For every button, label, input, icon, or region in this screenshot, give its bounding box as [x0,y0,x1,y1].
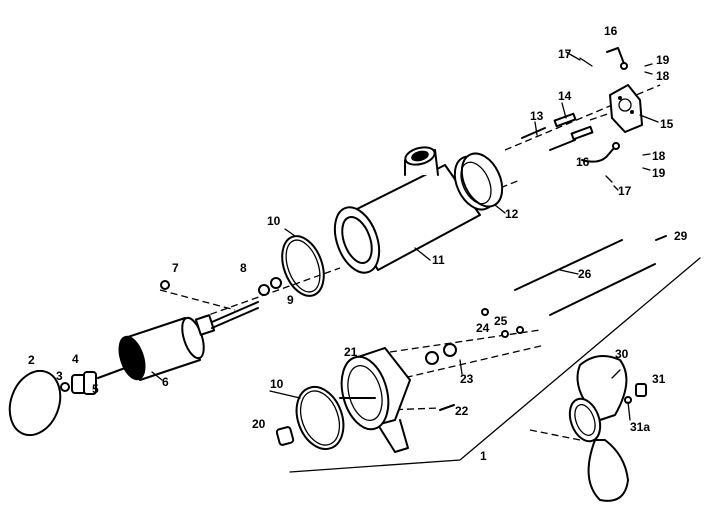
armature-part-6 [97,301,259,381]
lower-unit-housing-part-21 [339,347,411,453]
callout-14: 14 [558,89,572,103]
end-plate-part-15 [609,84,643,133]
brush-pins-part-13-14 [521,112,594,151]
motor-housing-part-11 [333,146,481,274]
assembly-centerlines [124,84,701,473]
callout-23: 23 [460,372,474,386]
callout-10-upper: 10 [267,214,281,228]
callout-15: 15 [660,117,674,131]
callout-8: 8 [240,261,247,275]
callout-12: 12 [505,207,519,221]
o-ring-part-10-upper [281,235,325,297]
through-bolts-part-26 [514,239,656,316]
threaded-ring-part-12 [453,152,504,211]
seals-part-23 [425,343,457,365]
callout-9: 9 [287,293,294,307]
callout-18-lower: 18 [652,149,666,163]
callout-24: 24 [476,321,490,335]
nut-part-20 [275,426,295,446]
end-cap-part-2 [8,369,62,437]
callout-19-upper: 19 [656,53,670,67]
callout-2: 2 [28,353,35,367]
wire-part-16-upper [606,47,628,70]
callout-31: 31 [652,372,666,386]
prop-nut-part-31 [624,383,647,404]
callout-22: 22 [455,404,469,418]
callout-4: 4 [72,352,79,366]
propeller-part-30 [568,355,629,502]
hardware-part-24-25 [481,308,524,338]
pin-part-29 [655,235,667,241]
o-ring-part-10-lower [295,386,345,450]
callout-25: 25 [494,314,508,328]
callout-21: 21 [344,345,358,359]
wire-part-16-lower [581,142,620,163]
callout-19-lower: 19 [652,166,666,180]
callout-17-lower: 17 [618,184,632,198]
small-hardware-17-18-19 [579,57,653,183]
callout-1: 1 [480,449,487,463]
callout-29: 29 [674,229,688,243]
callout-7: 7 [172,261,179,275]
screw-part-7 [160,280,170,290]
callout-leaders [151,51,659,421]
callout-18-upper: 18 [656,69,670,83]
callout-11: 11 [432,253,445,267]
callout-5: 5 [92,382,99,396]
callout-16-upper: 16 [604,24,618,38]
washers-part-8-9 [258,277,282,296]
callout-30: 30 [615,347,629,361]
callout-labels: 1 2 3 4 5 6 7 8 9 10 10 11 12 13 14 15 1… [28,24,688,463]
callout-20: 20 [252,417,266,431]
pin-part-22 [439,404,455,411]
callout-10-lower: 10 [270,377,284,391]
callout-6: 6 [162,375,169,389]
callout-16-lower: 16 [576,155,590,169]
callout-26: 26 [578,267,592,281]
callout-31a: 31a [630,420,650,434]
callout-13: 13 [530,109,544,123]
callout-3: 3 [56,369,63,383]
bearing-parts-3-4-5 [60,371,97,395]
callout-17-upper: 17 [558,47,572,61]
